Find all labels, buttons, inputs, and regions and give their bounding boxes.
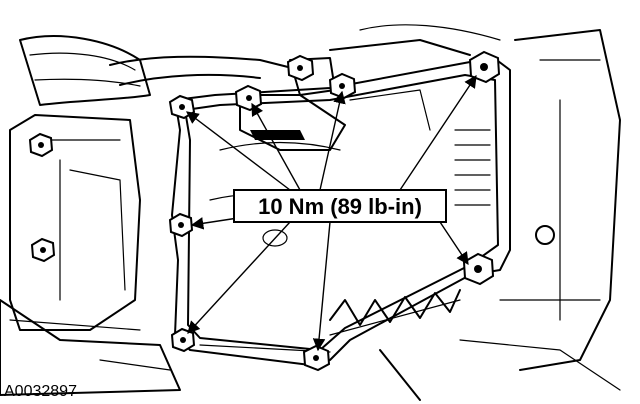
figure-id: A0032897 (4, 383, 77, 400)
bolts (28, 50, 501, 372)
bolt-left-block-top (28, 132, 54, 158)
bolt-left-middle (168, 212, 194, 238)
leader-to-bolt-top-right-inner (319, 90, 346, 191)
leader-to-bolt-bottom-middle (312, 221, 331, 352)
leader-to-bolt-right-lower (439, 221, 469, 266)
bolt-right-lower (462, 252, 495, 286)
bolt-bottom-left (170, 327, 196, 353)
torque-callout: 10 Nm (89 lb-in) (233, 189, 447, 223)
bolt-top-right-inner (328, 72, 357, 100)
engine-background (0, 24, 621, 401)
leader-to-bolt-left-middle (190, 217, 239, 230)
leader-to-bolt-top-right-corner (399, 74, 477, 191)
leader-to-bolt-top-left (185, 111, 291, 191)
leader-lines (185, 74, 477, 352)
bolt-top-middle (234, 84, 263, 112)
leader-to-bolt-top-middle (251, 102, 301, 191)
torque-label: 10 Nm (89 lb-in) (258, 194, 422, 219)
torque-callout-box (233, 189, 447, 223)
bolt-top-stud (286, 54, 315, 82)
bolt-bottom-middle (302, 344, 331, 372)
leader-to-bolt-bottom-left (187, 221, 291, 334)
bolt-left-block-bottom (30, 237, 56, 263)
